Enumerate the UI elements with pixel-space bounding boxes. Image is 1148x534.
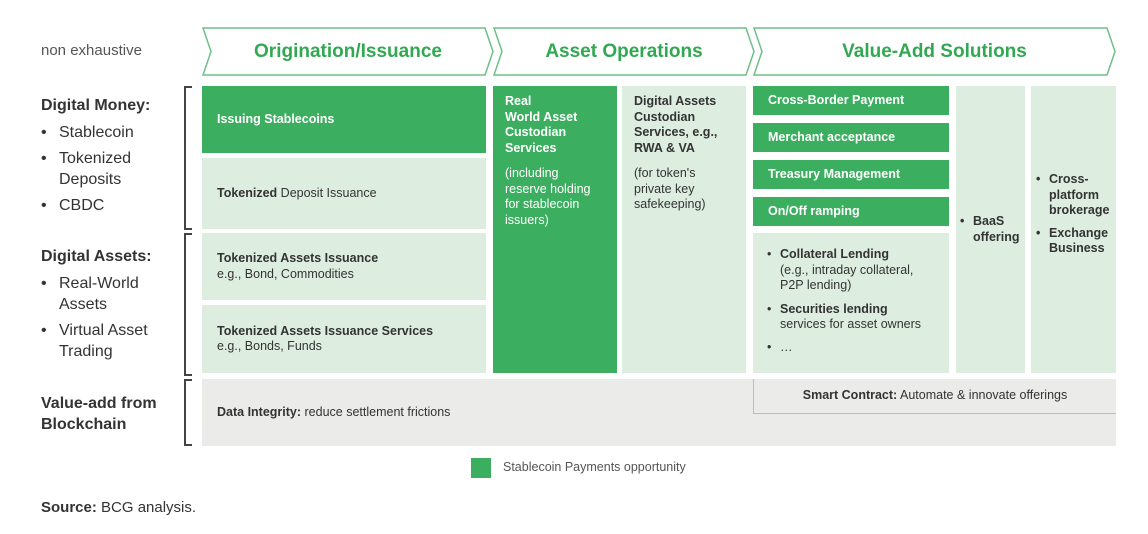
list-item-securities-lending: Securities lending services for asset ow… (765, 302, 939, 333)
securities-lending-sub: services for asset owners (780, 317, 922, 331)
text-line: BaaS (973, 214, 1005, 228)
merchant-acceptance-label: Merchant acceptance (768, 130, 896, 144)
column-header-origination: Origination/Issuance (202, 27, 494, 76)
list-item: Stablecoin (41, 122, 181, 143)
legend-label: Stablecoin Payments opportunity (503, 460, 686, 474)
box-brokerage: Cross- platform brokerage Exchange Busin… (1031, 86, 1116, 373)
box-tokenized-services: Tokenized Assets Issuance Services e.g.,… (202, 305, 486, 373)
list-item: Tokenized Deposits (41, 148, 151, 190)
data-integrity-label: Data Integrity: reduce settlement fricti… (217, 405, 1116, 421)
text-line: reserve holding (505, 181, 591, 196)
text-line: Cross- (1049, 172, 1089, 186)
source-note: Source: BCG analysis. (41, 499, 196, 516)
row-title-value-add-line1: Value-add from (41, 395, 157, 412)
treasury-management-label: Treasury Management (768, 167, 900, 181)
box-treasury-management: Treasury Management (753, 160, 949, 189)
text-line: Real (505, 94, 532, 108)
securities-lending-title: Securities lending (780, 301, 888, 316)
legend-swatch (471, 458, 491, 478)
text-line: Business (1049, 241, 1105, 255)
list-item-collateral-lending: Collateral Lending (e.g., intraday colla… (765, 247, 939, 294)
bracket-value-add (184, 379, 192, 446)
column-header-asset-operations-label: Asset Operations (545, 40, 703, 62)
text-line: Custodian (634, 109, 696, 124)
digital-assets-list: Real-World Assets Virtual Asset Trading (41, 273, 181, 367)
text-line: World Asset (505, 109, 578, 124)
text-line: Custodian (505, 125, 567, 139)
bracket-digital-assets (184, 233, 192, 376)
box-baas: BaaS offering (956, 86, 1025, 373)
text-line: offering (973, 229, 1020, 244)
box-lending: Collateral Lending (e.g., intraday colla… (753, 233, 949, 373)
text-line: for stablecoin (505, 197, 580, 211)
box-smart-contract: Smart Contract: Automate & innovate offe… (753, 379, 1116, 414)
column-header-origination-label: Origination/Issuance (254, 40, 442, 62)
text-line: P2P lending) (780, 278, 852, 292)
text-line: Exchange (1049, 225, 1109, 240)
data-integrity-bold: Data Integrity: (217, 404, 302, 419)
box-tokenized-assets: Tokenized Assets Issuance e.g., Bond, Co… (202, 233, 486, 300)
text-line: platform (1049, 187, 1099, 202)
text-line: (e.g., intraday collateral, (780, 262, 914, 277)
list-item-exchange: Exchange Business (1034, 226, 1116, 257)
text-line: safekeeping) (634, 197, 706, 211)
row-title-digital-assets: Digital Assets: (41, 248, 152, 265)
box-cross-border-payment: Cross-Border Payment (753, 86, 949, 115)
list-item: Real-World Assets (41, 273, 151, 315)
on-off-ramping-label: On/Off ramping (768, 204, 860, 218)
smart-contract-rest: Automate & innovate offerings (897, 388, 1068, 403)
text-line: Digital Assets (634, 94, 717, 108)
box-tokenized-deposit: Tokenized Deposit Issuance (202, 158, 486, 229)
text-line: (including (505, 166, 559, 180)
digital-money-list: Stablecoin Tokenized Deposits CBDC (41, 122, 181, 221)
text-line: issuers) (505, 212, 549, 227)
tokenized-deposit-label: Tokenized Deposit Issuance (217, 186, 486, 202)
smart-contract-bold: Smart Contract: (802, 388, 898, 403)
cross-border-payment-label: Cross-Border Payment (768, 93, 905, 107)
box-issuing-stablecoins: Issuing Stablecoins (202, 86, 486, 153)
tokenized-assets-title: Tokenized Assets Issuance (217, 251, 379, 265)
collateral-lending-title: Collateral Lending (780, 247, 890, 261)
smart-contract-label: Smart Contract: Automate & innovate offe… (803, 388, 1068, 404)
text-line: Services (505, 140, 557, 155)
tokenized-deposit-bold: Tokenized (217, 185, 278, 200)
list-item: Virtual Asset Trading (41, 320, 161, 362)
row-title-value-add-line2: Blockchain (41, 416, 127, 433)
text-line: brokerage (1049, 203, 1110, 217)
tokenized-assets-sub: e.g., Bond, Commodities (217, 266, 354, 281)
text-line: Services, e.g., (634, 125, 718, 139)
text-line: RWA & VA (634, 140, 695, 155)
box-rwa-custodian: Real World Asset Custodian Services (inc… (493, 86, 617, 373)
rwa-custodian-title: Real World Asset Custodian Services (505, 94, 605, 156)
row-title-digital-money: Digital Money: (41, 97, 151, 114)
box-merchant-acceptance: Merchant acceptance (753, 123, 949, 152)
text-line: (for token's (634, 166, 696, 180)
tokenized-services-sub: e.g., Bonds, Funds (217, 339, 322, 353)
source-bold: Source: (41, 499, 97, 516)
box-on-off-ramping: On/Off ramping (753, 197, 949, 226)
digital-custodian-title: Digital Assets Custodian Services, e.g.,… (634, 94, 734, 156)
digital-custodian-sub: (for token's private key safekeeping) (634, 166, 734, 213)
column-header-value-add-label: Value-Add Solutions (842, 40, 1027, 62)
source-rest: BCG analysis. (96, 499, 197, 516)
list-item-more: … (765, 340, 939, 356)
issuing-stablecoins-label: Issuing Stablecoins (217, 111, 335, 126)
list-item-baas: BaaS offering (958, 214, 1025, 245)
rwa-custodian-sub: (including reserve holding for stablecoi… (505, 166, 605, 228)
tokenized-services-title: Tokenized Assets Issuance Services (217, 323, 434, 338)
data-integrity-rest: reduce settlement frictions (301, 404, 451, 419)
list-item-cross-platform: Cross- platform brokerage (1034, 172, 1116, 219)
tokenized-deposit-rest: Deposit Issuance (277, 185, 377, 200)
text-line: private key (634, 181, 695, 196)
box-digital-custodian: Digital Assets Custodian Services, e.g.,… (622, 86, 746, 373)
column-header-asset-operations: Asset Operations (493, 27, 755, 76)
bracket-digital-money (184, 86, 192, 230)
list-item: CBDC (41, 195, 181, 216)
note-non-exhaustive: non exhaustive (41, 42, 142, 59)
column-header-value-add: Value-Add Solutions (753, 27, 1116, 76)
row-title-value-add: Value-add from Blockchain (41, 393, 157, 435)
